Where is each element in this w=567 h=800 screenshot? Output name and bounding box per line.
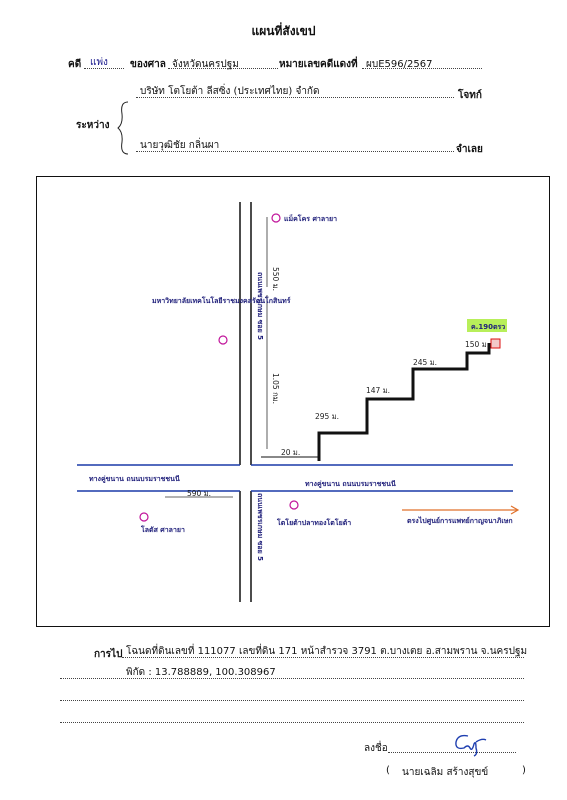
- dist-step2-label: 147 ม.: [366, 386, 390, 395]
- court-name: จังหวัดนครปฐม: [172, 59, 239, 70]
- target-label-bg: [467, 319, 507, 332]
- poi-toyota-icon: [289, 500, 299, 510]
- route-path: [317, 343, 491, 461]
- bracket-icon: [117, 101, 129, 155]
- case-type: แพ่ง: [90, 57, 108, 68]
- dist-bottom-left-label: 590 ม.: [187, 489, 211, 498]
- sketch-map: ค.190ตรว แม็คโคร ศาลายา มหาวิทยาลัยเทคโน…: [36, 176, 550, 627]
- plaintiff-role: โจทก์: [458, 90, 482, 101]
- poi-makro-icon: [271, 213, 281, 223]
- map-drawing: ค.190ตรว แม็คโคร ศาลายา มหาวิทยาลัยเทคโน…: [77, 202, 520, 602]
- signer-close-paren: ): [522, 765, 526, 776]
- route-line: [122, 657, 524, 658]
- route-label: การไป: [94, 649, 123, 660]
- defendant-role: จำเลย: [456, 144, 483, 155]
- coords-text: พิกัด : 13.788889, 100.308967: [126, 667, 276, 678]
- dist-top-label: 550 ม.: [271, 267, 280, 291]
- poi-university-label: มหาวิทยาลัยเทคโนโลยีราชมงคลรัตนโกสินทร์: [152, 296, 291, 305]
- red-case-label: หมายเลขคดีแดงที่: [279, 59, 358, 70]
- coords-line: [60, 678, 524, 679]
- route-text: โฉนดที่ดินเลขที่ 111077 เลขที่ดิน 171 หน…: [126, 646, 528, 657]
- sign-label: ลงชื่อ: [364, 743, 388, 754]
- plaintiff-line: [136, 97, 454, 98]
- defendant-name: นายวุฒิชัย กลิ่นผา: [140, 140, 220, 151]
- dist-step4-label: 150 ม.: [465, 340, 489, 349]
- road-vertical-top-label: ถนนเพชรเกษม ซอย 5: [256, 272, 264, 340]
- target-label: ค.190ตรว: [471, 323, 505, 331]
- sign-line: [388, 752, 516, 753]
- signer-name: นายเฉลิม สร้างสุขข์: [402, 767, 489, 778]
- poi-toyota-label: โตโยต้าปลาทองโตโยต้า: [276, 518, 351, 527]
- direction-arrow-head-icon: [510, 505, 520, 515]
- between-label: ระหว่าง: [76, 120, 110, 131]
- road-vertical-bottom-label: ถนนเพชรเกษม ซอย 5: [256, 493, 264, 561]
- red-case-number: ผบE596/2567: [366, 59, 433, 70]
- direction-text: ตรงไปศูนย์การแพทย์กาญจนาภิเษก: [407, 516, 513, 526]
- poi-university-icon: [218, 335, 228, 345]
- dist-step3-label: 245 ม.: [413, 358, 437, 367]
- blank-line-1: [60, 700, 524, 701]
- dist-mid-label: 1.05 กม.: [271, 373, 280, 404]
- case-label: คดี: [68, 59, 82, 70]
- road-horizontal-right-label: ทางคู่ขนาน ถนนบรมราชชนนี: [305, 480, 396, 489]
- dist-turn-label: 20 ม.: [281, 448, 300, 457]
- dist-step1-label: 295 ม.: [315, 412, 339, 421]
- court-name-line: [168, 68, 278, 69]
- court-label: ของศาล: [130, 59, 166, 70]
- defendant-line: [136, 151, 454, 152]
- poi-central-icon: [139, 512, 149, 522]
- page-title: แผนที่สังเขป: [251, 24, 316, 38]
- poi-central-label: โลตัส ศาลายา: [140, 525, 185, 534]
- case-type-line: [84, 68, 124, 69]
- target-marker: [490, 338, 501, 349]
- road-horizontal-left-label: ทางคู่ขนาน ถนนบรมราชชนนี: [89, 475, 180, 484]
- blank-line-2: [60, 722, 524, 723]
- red-case-number-line: [362, 68, 482, 69]
- poi-makro-label: แม็คโคร ศาลายา: [284, 214, 337, 223]
- signer-open-paren: (: [386, 765, 390, 776]
- signature-icon: [455, 734, 487, 757]
- plaintiff-name: บริษัท โตโยต้า ลีสซิ่ง (ประเทศไทย) จำกัด: [140, 86, 320, 97]
